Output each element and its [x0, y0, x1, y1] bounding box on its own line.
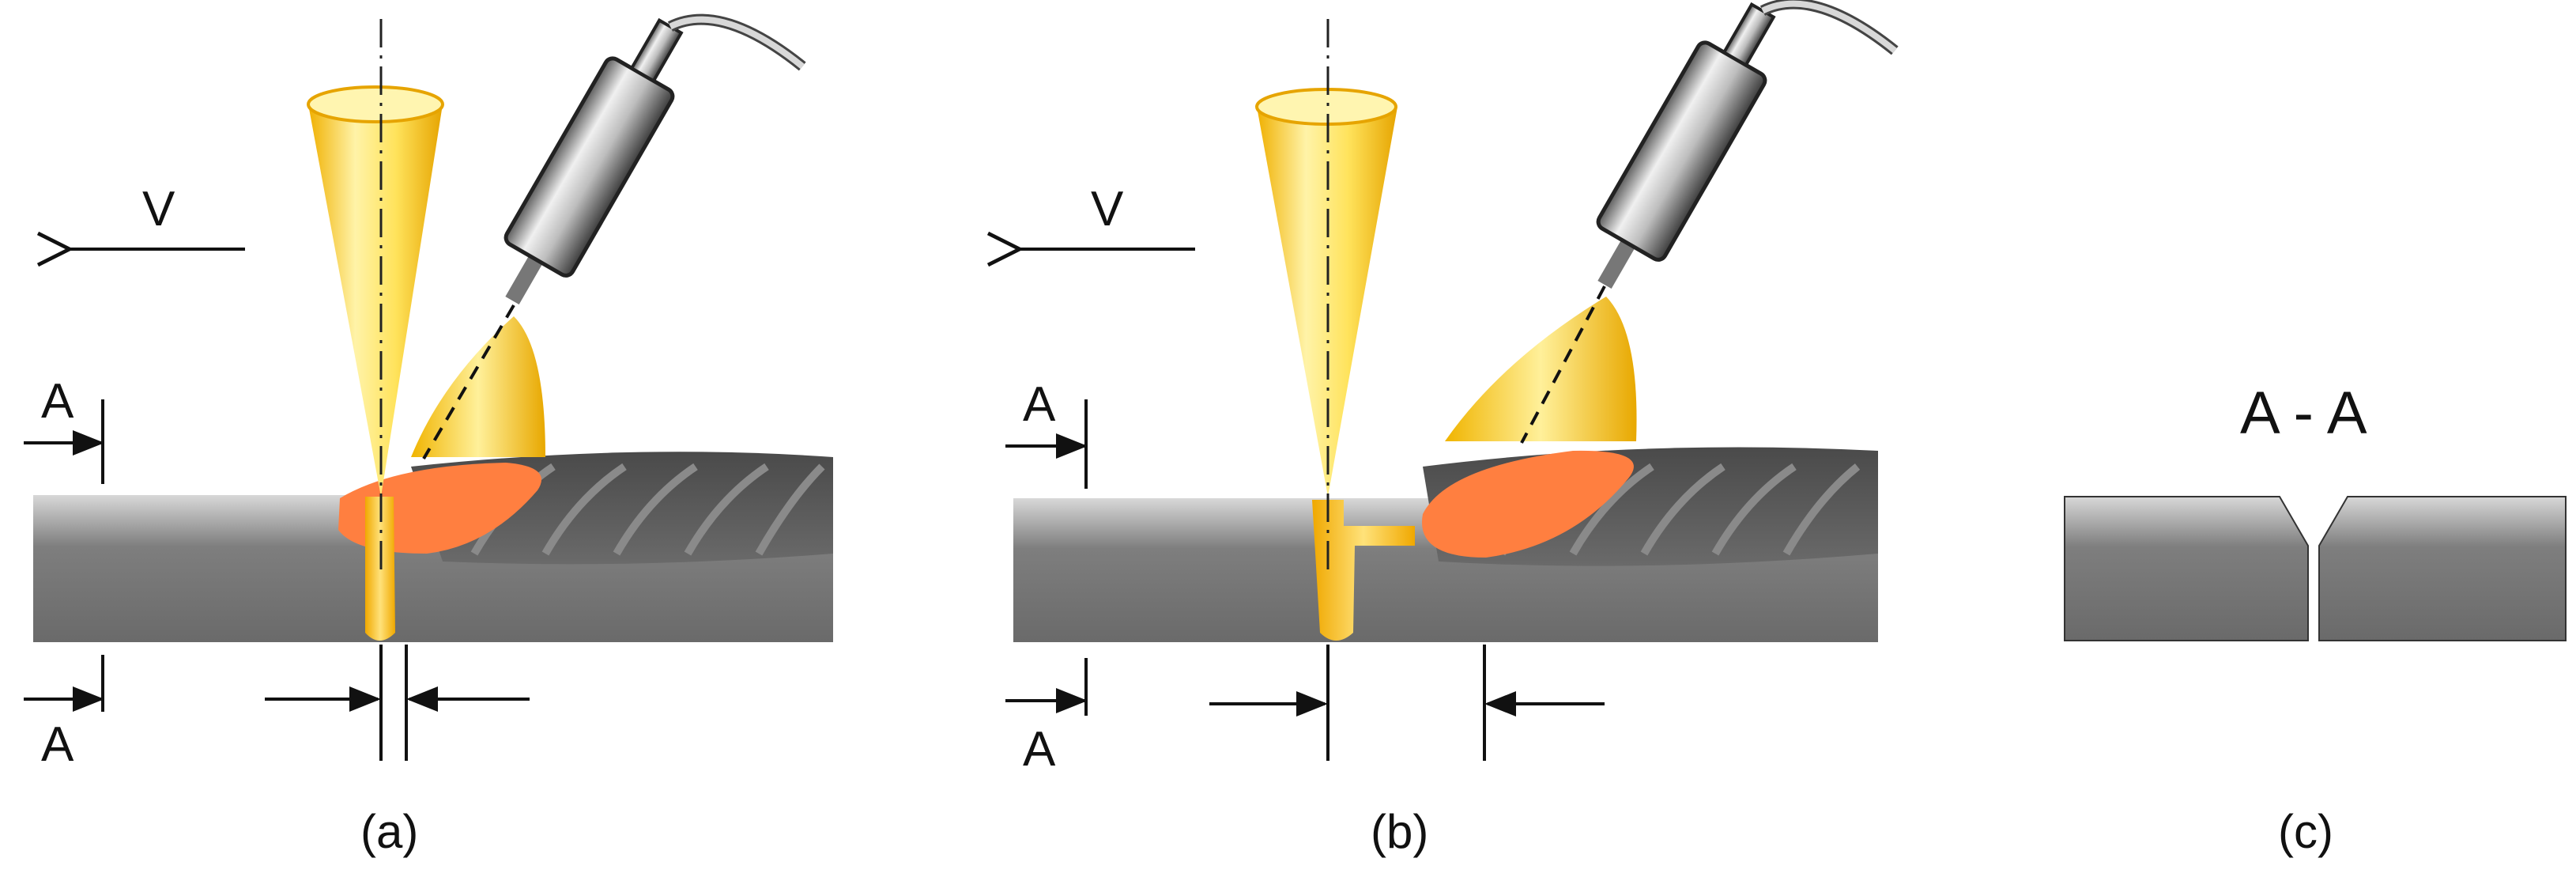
section-label-bottom: A: [1023, 722, 1056, 777]
wire-dashed-line: [1520, 285, 1606, 444]
laser-beam: [1257, 99, 1397, 497]
wire-dashed-line: [422, 304, 515, 460]
panel-c: A - A (c): [2064, 380, 2567, 858]
section-title: A - A: [2240, 380, 2367, 447]
panel-caption-a: (a): [360, 805, 418, 858]
panel-b: V A A (b): [1005, 0, 1899, 858]
section-label-bottom: A: [41, 717, 74, 772]
arc-cone: [411, 316, 545, 457]
section-label-top: A: [41, 374, 74, 429]
panel-caption-b: (b): [1371, 805, 1428, 858]
mig-torch: [1596, 0, 1899, 289]
mig-torch: [504, 13, 806, 304]
keyhole: [1312, 500, 1415, 641]
velocity-label: V: [142, 182, 175, 236]
plate-left-half: [2064, 496, 2309, 641]
laser-beam: [308, 96, 443, 497]
weld-pool: [1422, 450, 1634, 558]
panel-a: V A A (a): [24, 13, 833, 858]
section-label-top: A: [1023, 377, 1056, 432]
plate-right-half: [2318, 496, 2567, 641]
laser-beam-top: [307, 85, 444, 123]
laser-beam-top: [1255, 88, 1397, 126]
arc-cone: [1445, 297, 1637, 441]
panel-caption-c: (c): [2278, 805, 2333, 858]
velocity-label: V: [1091, 182, 1124, 236]
